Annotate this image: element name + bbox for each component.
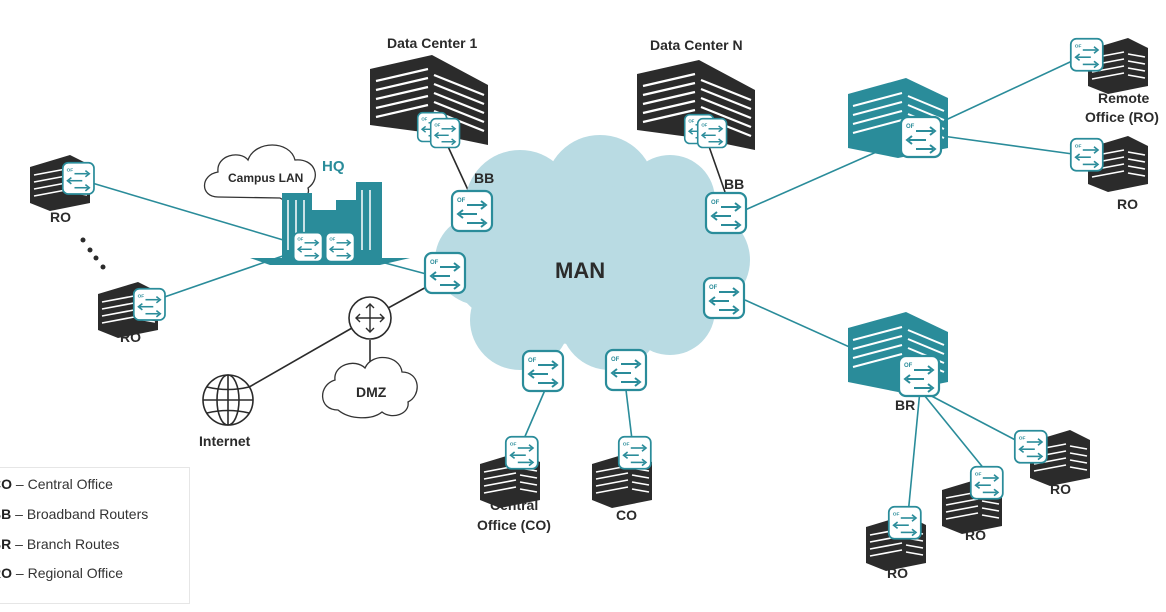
ro-left-top-switch[interactable] bbox=[61, 161, 95, 195]
remote-office-switch[interactable] bbox=[1069, 37, 1104, 72]
ro-br-right-switch[interactable] bbox=[1013, 429, 1048, 464]
campus-lan-label: Campus LAN bbox=[228, 171, 303, 185]
data-center-n-switch-b[interactable] bbox=[696, 117, 728, 149]
man-cloud bbox=[435, 135, 750, 370]
co-switch[interactable] bbox=[617, 435, 652, 470]
legend-item-co: CO – Central Office bbox=[0, 476, 113, 492]
bb-switch-left[interactable] bbox=[450, 189, 494, 233]
man-switch-br[interactable] bbox=[702, 276, 746, 320]
bb-switch-right[interactable] bbox=[704, 191, 748, 235]
man-label: MAN bbox=[555, 258, 605, 283]
data-center-n-label: Data Center N bbox=[650, 37, 743, 53]
ro-left-top-label: RO bbox=[50, 209, 71, 225]
legend-item-br: BR – Branch Routes bbox=[0, 536, 120, 552]
bb-label-left: BB bbox=[474, 170, 494, 186]
central-office-switch[interactable] bbox=[504, 435, 539, 470]
central-office-label-line2: Office (CO) bbox=[477, 517, 551, 533]
man-switch-co-right[interactable] bbox=[604, 348, 648, 392]
dmz-cloud bbox=[321, 356, 418, 419]
ro-br-left-label: RO bbox=[887, 565, 908, 581]
ro-br-mid-label: RO bbox=[965, 527, 986, 543]
legend-item-bb: BB – Broadband Routers bbox=[0, 506, 149, 522]
ro-left-bottom-label: RO bbox=[120, 329, 141, 345]
man-switch-hq[interactable] bbox=[423, 251, 467, 295]
legend: CO – Central Office BB – Broadband Route… bbox=[0, 467, 190, 604]
data-center-1-label: Data Center 1 bbox=[387, 35, 477, 51]
remote-office-label-line1: Remote bbox=[1098, 90, 1150, 106]
ro-br-mid-switch[interactable] bbox=[969, 465, 1004, 500]
internet-label: Internet bbox=[199, 433, 251, 449]
ro-right-switch[interactable] bbox=[1069, 137, 1104, 172]
globe-icon bbox=[202, 374, 254, 426]
ellipsis-dots bbox=[80, 237, 106, 270]
data-center-1-switch-b[interactable] bbox=[429, 117, 461, 149]
ro-right-label: RO bbox=[1117, 196, 1138, 212]
br-label: BR bbox=[895, 397, 915, 413]
remote-teal-switch[interactable] bbox=[899, 115, 943, 159]
ro-left-bottom-switch[interactable] bbox=[132, 287, 166, 321]
hq-switch-a[interactable] bbox=[292, 231, 324, 263]
dmz-label: DMZ bbox=[356, 384, 387, 400]
co-label: CO bbox=[616, 507, 637, 523]
ro-br-left-switch[interactable] bbox=[887, 505, 922, 540]
legend-item-ro: RO – Regional Office bbox=[0, 565, 124, 581]
central-office-label-line1: Central bbox=[490, 497, 538, 513]
man-switch-co-left[interactable] bbox=[521, 349, 565, 393]
bb-label-right: BB bbox=[724, 176, 744, 192]
hq-label: HQ bbox=[322, 158, 345, 175]
hq-switch-b[interactable] bbox=[324, 231, 356, 263]
ro-br-right-label: RO bbox=[1050, 481, 1071, 497]
router-icon bbox=[348, 296, 392, 340]
br-switch[interactable] bbox=[897, 354, 941, 398]
remote-office-label-line2: Office (RO) bbox=[1085, 109, 1159, 125]
